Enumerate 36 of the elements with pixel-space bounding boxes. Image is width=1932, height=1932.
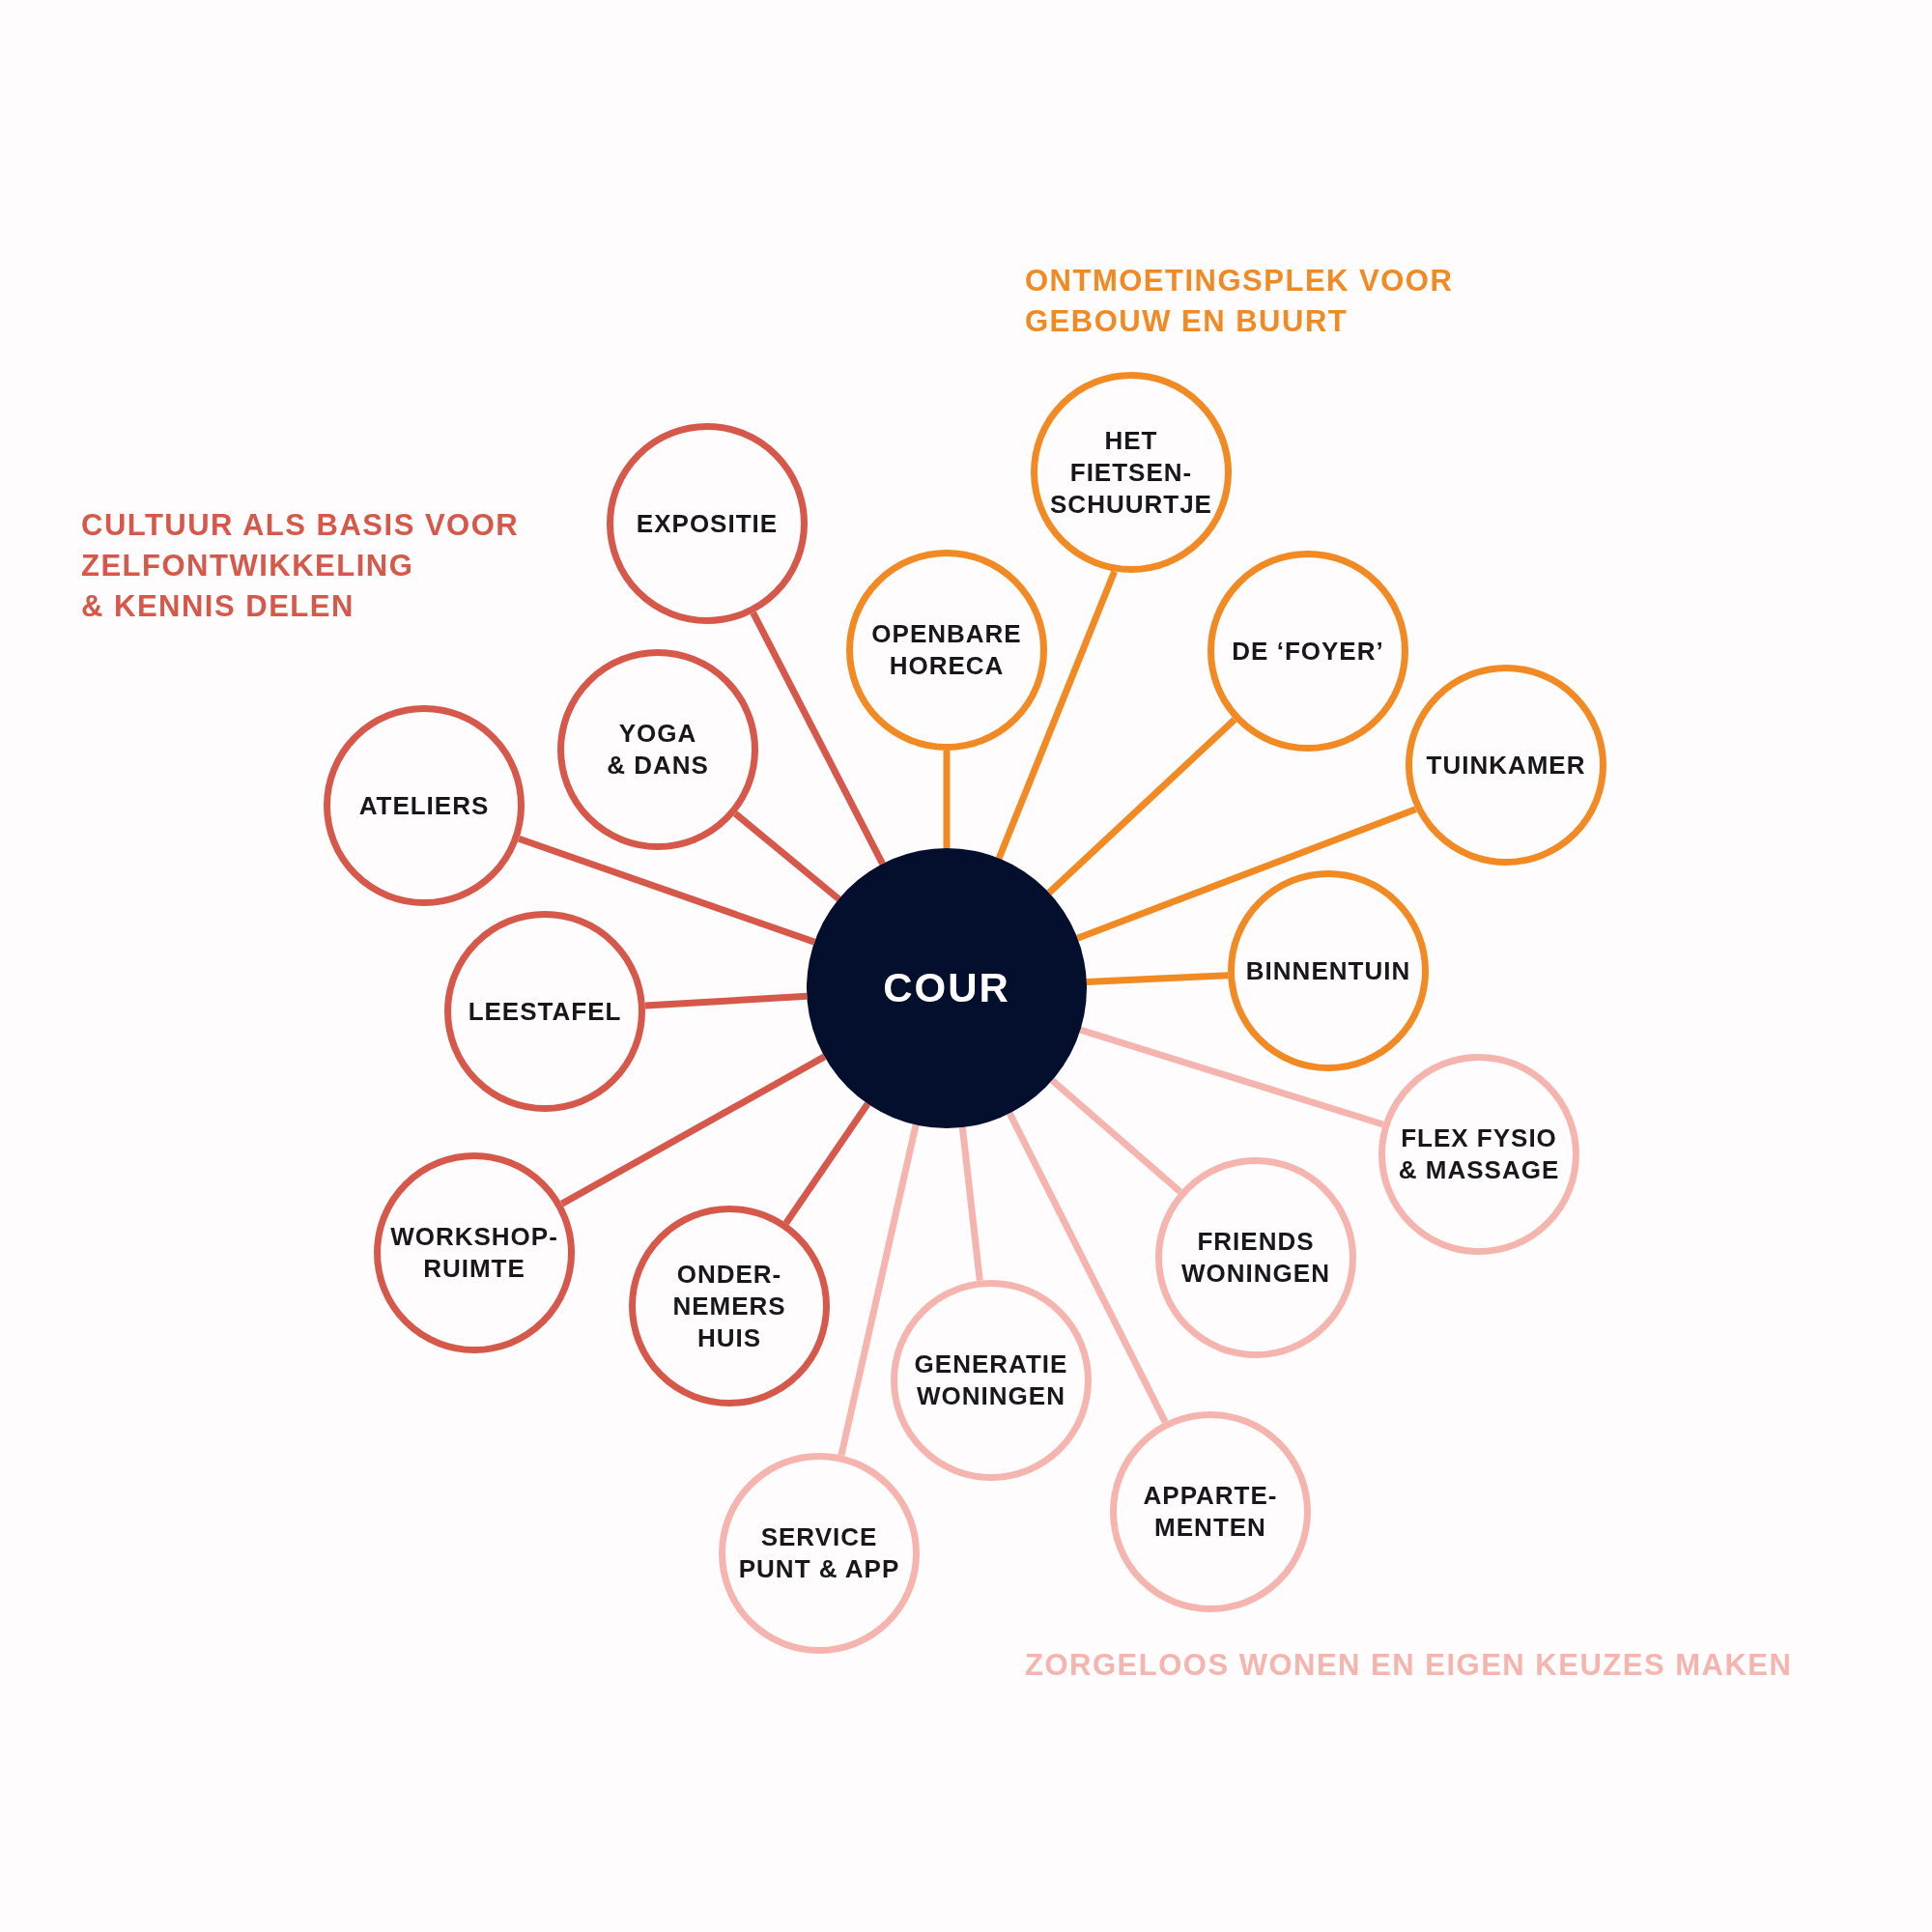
group-heading: CULTUUR ALS BASIS VOOR ZELFONTWIKKELING & KENNIS DELEN — [81, 507, 520, 625]
connector-line — [995, 570, 1118, 860]
connector-line — [518, 836, 816, 946]
topic-label: APPARTE- MENTEN — [1143, 1480, 1278, 1544]
topic-label: TUINKAMER — [1426, 749, 1586, 781]
connector-line — [1007, 1111, 1169, 1424]
connector-line — [1050, 1077, 1182, 1195]
connector-line — [1076, 806, 1417, 942]
topic-label: GENERATIE WONINGEN — [914, 1349, 1068, 1412]
group-heading: ZORGELOOS WONEN EN EIGEN KEUZES MAKEN — [1025, 1647, 1793, 1684]
topic-label: ONDER- NEMERS HUIS — [672, 1258, 786, 1354]
connector-line — [838, 1123, 920, 1457]
topic-label: LEESTAFEL — [468, 995, 622, 1028]
connector-line — [1046, 717, 1237, 895]
topic-label: ATELIERS — [358, 789, 490, 822]
topic-label: DE ‘FOYER’ — [1232, 635, 1384, 668]
hub-label: COUR — [883, 965, 1010, 1011]
connector-line — [943, 751, 951, 848]
connector-line — [958, 1126, 983, 1282]
connector-line — [560, 1053, 827, 1208]
connector-line — [1086, 972, 1229, 985]
topic-label: YOGA & DANS — [607, 718, 709, 781]
topic-label: FLEX FYSIO & MASSAGE — [1398, 1122, 1560, 1186]
topic-label: HET FIETSEN- SCHUURTJE — [1050, 424, 1212, 521]
topic-label: BINNENTUIN — [1245, 954, 1411, 987]
connector-line — [782, 1101, 871, 1226]
topic-label: SERVICE PUNT & APP — [738, 1521, 900, 1585]
topic-label: FRIENDS WONINGEN — [1181, 1226, 1330, 1290]
connector-line — [732, 810, 841, 902]
topic-label: EXPOSITIE — [636, 507, 779, 540]
connector-line — [644, 992, 808, 1009]
group-heading: ONTMOETINGSPLEK VOOR GEBOUW EN BUURT — [1025, 263, 1454, 340]
topic-label: WORKSHOP- RUIMTE — [390, 1221, 558, 1285]
connector-line — [750, 611, 886, 866]
topic-label: OPENBARE HORECA — [871, 618, 1022, 682]
connector-line — [1079, 1026, 1384, 1128]
